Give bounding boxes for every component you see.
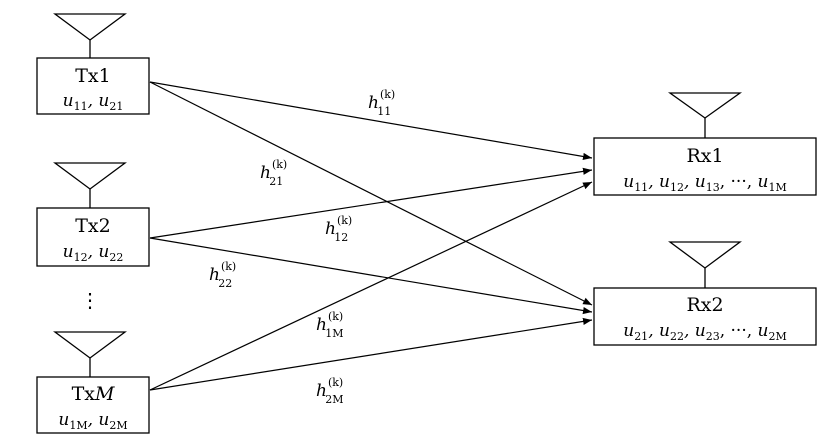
link-tx1-rx1 [149, 81, 593, 161]
rx1-node: Rx1 u11, u12, u13, ···, u1M [593, 137, 817, 196]
tx2-node: Tx2 u12, u22 [36, 207, 150, 267]
link-tx2-rx2 [149, 237, 593, 315]
channel-label-h22: h(k)22 [209, 260, 236, 290]
rx1-variables: u11, u12, u13, ···, u1M [623, 172, 787, 194]
channel-label-h11: h(k)11 [368, 88, 395, 118]
txm-antenna-icon [53, 331, 127, 377]
rx1-label: Rx1 [686, 145, 723, 167]
rx2-label: Rx2 [686, 294, 723, 316]
channel-label-h21: h(k)21 [260, 158, 287, 188]
txm-label: TxM [72, 383, 115, 405]
tx1-node: Tx1 u11, u21 [36, 57, 150, 115]
tx2-label: Tx2 [75, 215, 110, 237]
channel-label-h1m: h(k)1M [316, 310, 343, 340]
link-tx2-rx1 [149, 167, 593, 239]
rx2-variables: u21, u22, u23, ···, u2M [623, 321, 787, 343]
tx2-antenna-icon [53, 162, 127, 208]
rx2-node: Rx2 u21, u22, u23, ···, u2M [593, 287, 817, 346]
tx-ellipsis: ⋮ [80, 288, 100, 312]
link-txm-rx2 [149, 317, 593, 391]
channel-label-h2m: h(k)2M [316, 376, 343, 406]
tx1-antenna-icon [53, 13, 127, 58]
rx1-antenna-icon [667, 92, 743, 138]
link-tx1-rx2 [149, 81, 593, 306]
tx1-label: Tx1 [75, 65, 110, 87]
txm-node: TxM u1M, u2M [36, 376, 150, 434]
rx2-antenna-icon [668, 241, 742, 288]
channel-label-h12: h(k)12 [325, 214, 352, 244]
link-txm-rx1 [149, 181, 593, 391]
